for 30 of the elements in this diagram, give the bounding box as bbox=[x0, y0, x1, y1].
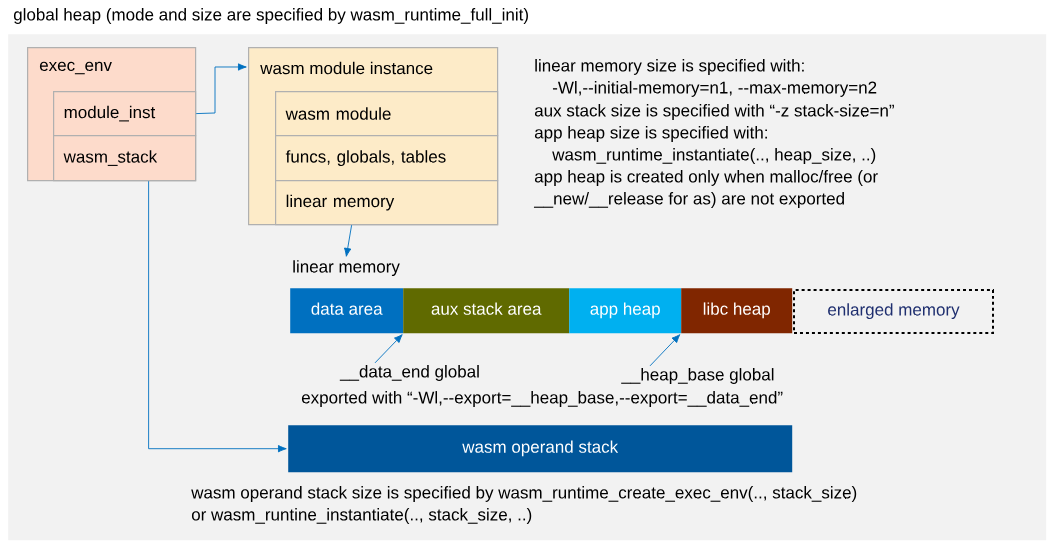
note-text: linear memory size is specified with: bbox=[535, 59, 804, 75]
table-row: wasm_stack bbox=[53, 135, 197, 182]
table-row: wasm module bbox=[275, 91, 499, 137]
memory-segment: app heap bbox=[569, 288, 682, 334]
note-text: -Wl,--initial-memory=n1, --max-memory=n2 bbox=[552, 81, 877, 97]
note-text: aux stack size is specified with “-z stack-size=n” bbox=[534, 104, 894, 120]
pointer-label: __data_end global bbox=[339, 365, 479, 381]
stack-bar: wasm operand stack bbox=[288, 425, 793, 473]
caption-text: or wasm_runtine_instantiate(.., stack_size, ..) bbox=[191, 508, 532, 524]
memory-segment: libc heap bbox=[681, 288, 793, 334]
memory-segment: aux stack area bbox=[403, 288, 570, 334]
caption-text: wasm operand stack size is specified by wasm_runtime_create_exec_env(.., stack_size) bbox=[191, 486, 857, 502]
bar-heading: linear memory bbox=[293, 260, 400, 277]
note-text: exported with “-Wl,--export=__heap_base,--export=__data_end” bbox=[301, 391, 783, 407]
dashed-segment: enlarged memory bbox=[793, 289, 994, 334]
note-text: wasm_runtime_instantiate(.., heap_size, ..) bbox=[552, 148, 876, 164]
note-text: __new/__release for as) are not exported bbox=[533, 192, 844, 208]
pointer-label: __heap_base global bbox=[621, 368, 774, 384]
arrow bbox=[148, 180, 287, 453]
note-text: app heap is created only when malloc/free (or bbox=[534, 170, 878, 186]
memory-segment: data area bbox=[290, 288, 404, 334]
arrow bbox=[374, 334, 403, 364]
arrow bbox=[344, 224, 353, 257]
table-row: linear memory bbox=[275, 180, 499, 226]
table-row: module_inst bbox=[53, 91, 197, 137]
panel-title: global heap (mode and size are specified by wasm_runtime_full_init) bbox=[13, 8, 528, 24]
arrow bbox=[195, 63, 247, 115]
arrow bbox=[649, 334, 681, 367]
note-text: app heap size is specified with: bbox=[534, 126, 767, 142]
table-row: funcs, globals, tables bbox=[275, 135, 499, 182]
